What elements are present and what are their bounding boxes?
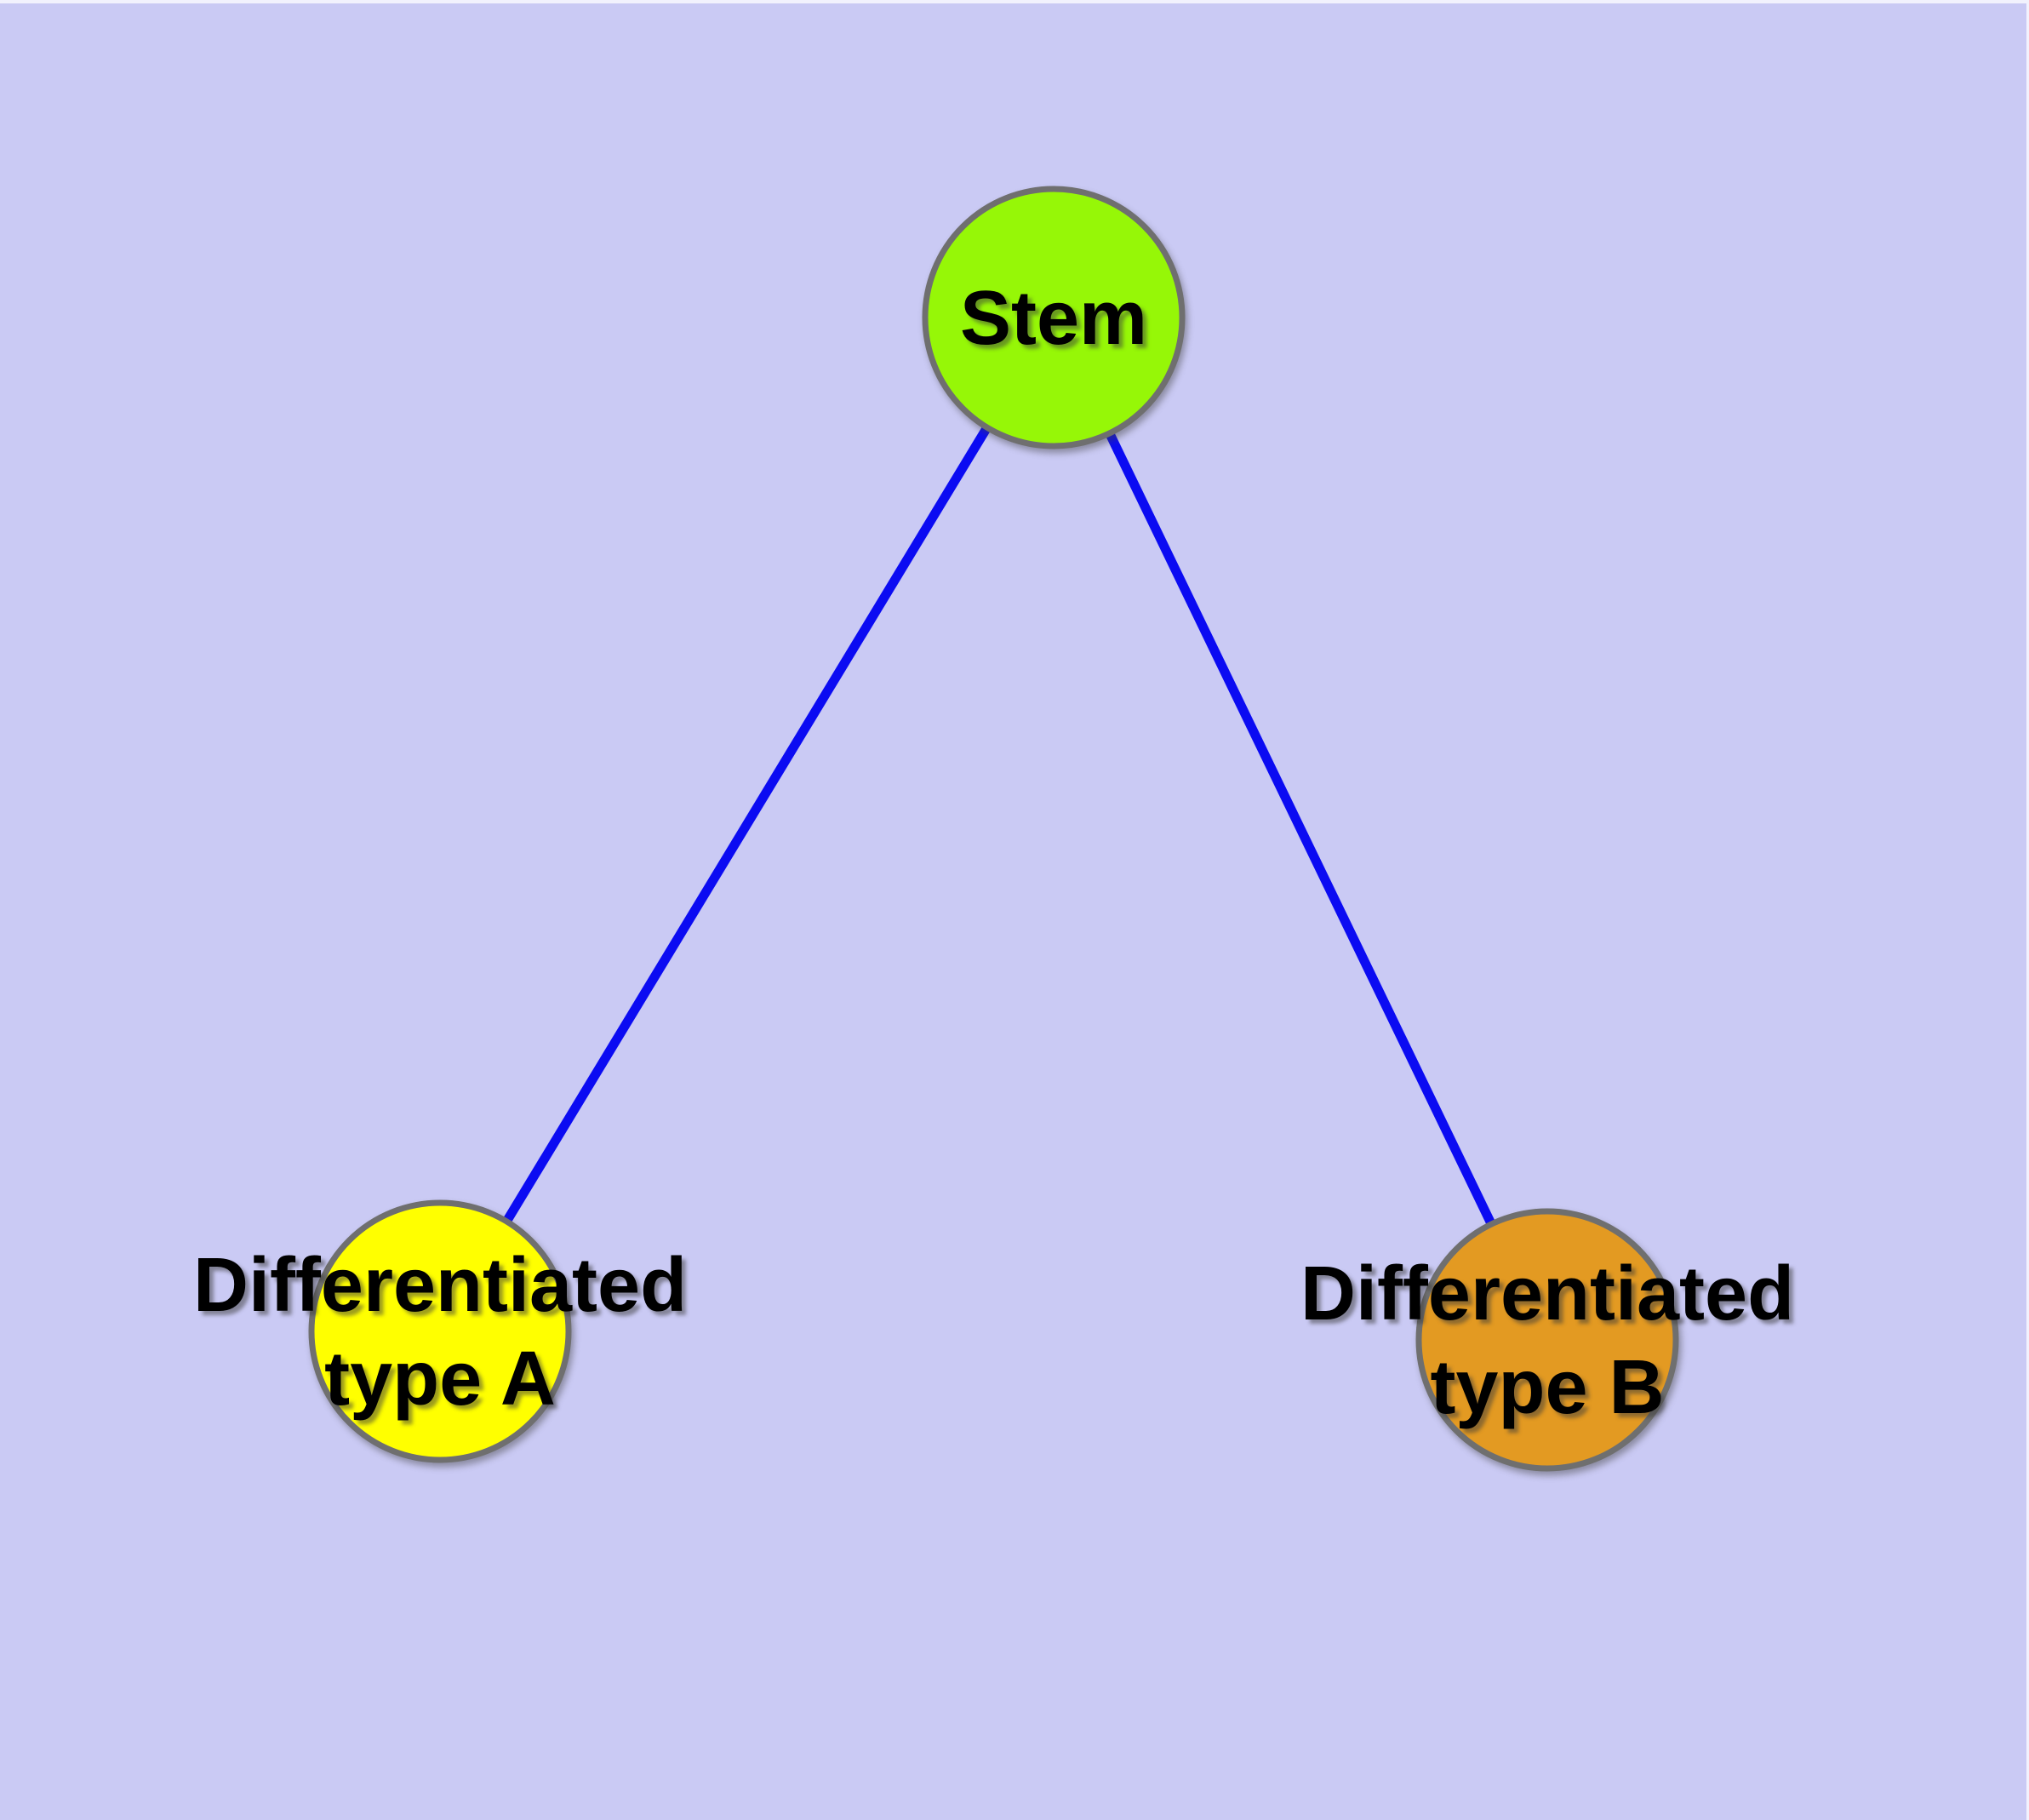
node-stem-circle: [922, 186, 1186, 449]
node-group: [308, 186, 1679, 1472]
edge-stem-to-diff-a: [436, 315, 1058, 1334]
node-diff-b-circle: [1415, 1208, 1679, 1472]
node-diff-a-circle: [308, 1199, 572, 1463]
edge-group: [436, 315, 1552, 1342]
edge-stem-to-diff-b: [1049, 315, 1552, 1342]
